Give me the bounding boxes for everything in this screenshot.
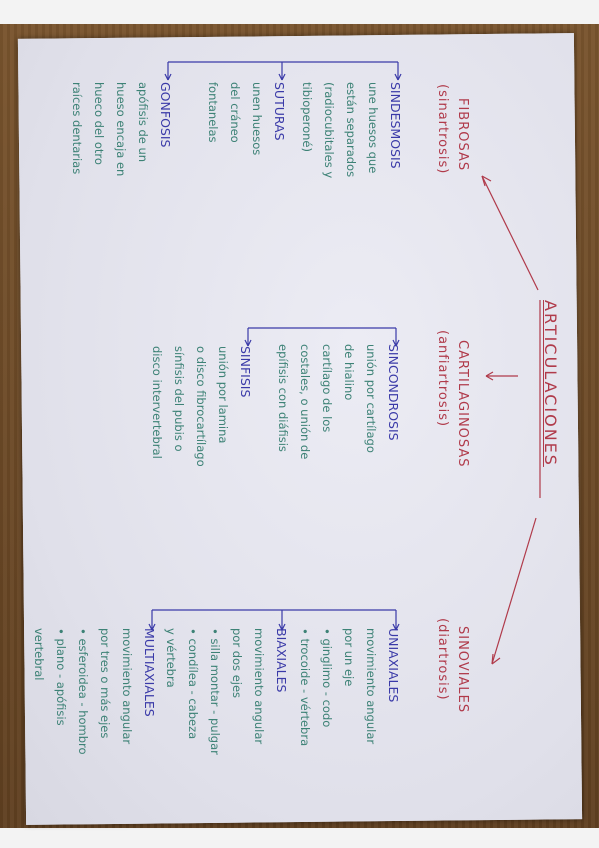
heading-cartilaginosas-alt: (anfiartrosis) <box>435 330 450 428</box>
line: • condílea - cabeza <box>186 628 200 740</box>
line: por tres o más ejes <box>98 628 112 739</box>
label-sindesmosis: SINDESMOSIS <box>388 82 403 169</box>
main-title: ARTICULACIONES <box>541 300 560 467</box>
line: o disco fibrocartílago <box>194 346 208 467</box>
line: (radiocubitales y <box>322 82 336 179</box>
label-gonfosis: GONFOSIS <box>158 82 173 148</box>
block-sindesmosis: SINDESMOSIS une huesos que están separad… <box>296 82 406 178</box>
line: sínfisis del pubis o <box>172 346 186 452</box>
line: • trocoide - vértebra <box>298 628 312 747</box>
line: hueco del otro <box>92 82 106 165</box>
line: están separados <box>344 82 358 178</box>
line: disco intervertebral <box>150 346 164 459</box>
line: • plano - apófisis <box>54 628 68 726</box>
line: del cráneo <box>228 82 242 143</box>
line: movimiento angular <box>364 628 378 745</box>
line: y vértebra <box>164 628 178 688</box>
label-multiaxiales: MULTIAXIALES <box>142 628 157 717</box>
block-gonfosis: GONFOSIS apófisis de un hueso encaja en … <box>66 82 176 176</box>
heading-sinoviales: SINOVIALES <box>455 626 470 714</box>
block-biaxiales: BIAXIALES movimiento angular por dos eje… <box>160 628 292 755</box>
line: vertebral <box>32 628 46 681</box>
line: • ginglimo - codo <box>320 628 334 728</box>
block-multiaxiales: MULTIAXIALES movimiento angular por tres… <box>28 628 160 755</box>
line: apófisis de un <box>136 82 150 163</box>
line: por un eje <box>342 628 356 687</box>
label-sinfisis: SINFISIS <box>238 346 253 398</box>
block-suturas: SUTURAS unen huesos del cráneo fontanela… <box>202 82 290 155</box>
line: cartílago de los <box>320 344 334 433</box>
label-sincondrosis: SINCONDROSIS <box>386 344 401 441</box>
block-sinfisis: SINFISIS unión por lamina o disco fibroc… <box>146 346 256 467</box>
top-border <box>0 0 599 24</box>
heading-sinoviales-alt: (diartrosis) <box>435 618 450 701</box>
heading-fibrosas: FIBROSAS <box>455 98 470 172</box>
line: • silla montar - pulgar <box>208 628 222 755</box>
line: de hialino <box>342 344 356 401</box>
bottom-border <box>0 828 599 848</box>
label-uniaxiales: UNIAXIALES <box>386 628 401 703</box>
label-suturas: SUTURAS <box>272 82 287 141</box>
line: epífisis con diáfisis <box>276 344 290 452</box>
line: raíces dentarias <box>70 82 84 175</box>
heading-fibrosas-alt: (sinartrosis) <box>435 84 450 175</box>
line: une huesos que <box>366 82 380 174</box>
line: hueso encaja en <box>114 82 128 177</box>
block-sincondrosis: SINCONDROSIS unión por cartílago de hial… <box>272 344 404 459</box>
line: unión por lamina <box>216 346 230 444</box>
line: por dos ejes <box>230 628 244 699</box>
heading-cartilaginosas: CARTILAGINOSAS <box>455 340 470 468</box>
block-uniaxiales: UNIAXIALES movimiento angular por un eje… <box>294 628 404 746</box>
line: tibioperoné) <box>300 82 314 152</box>
line: movimiento angular <box>120 628 134 745</box>
line: costales, o unión de <box>298 344 312 460</box>
line: fontanelas <box>206 82 220 143</box>
label-biaxiales: BIAXIALES <box>274 628 289 693</box>
line: • esferoidea - hombro <box>76 628 90 755</box>
line: unen huesos <box>250 82 264 156</box>
line: unión por cartílago <box>364 344 378 453</box>
line: movimiento angular <box>252 628 266 745</box>
